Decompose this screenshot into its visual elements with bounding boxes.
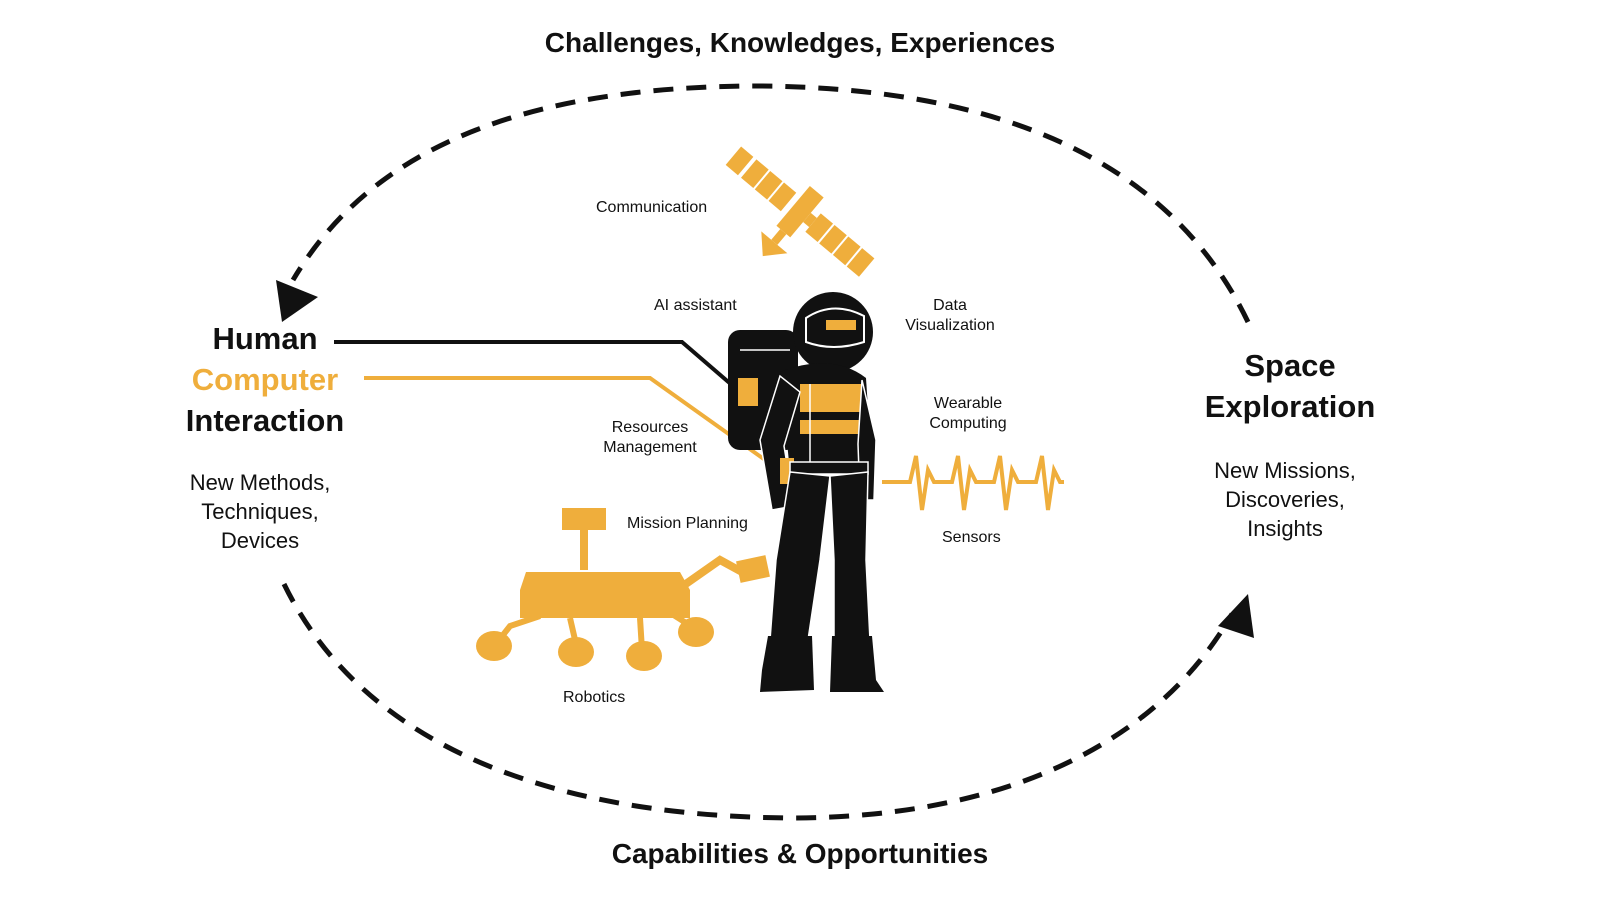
cycle-top-label: Challenges, Knowledges, Experiences [544, 27, 1056, 58]
cycle-bottom-label: Capabilities & Opportunities [611, 838, 989, 869]
cycle-arrows [281, 83, 1251, 821]
label-data-visualization-1: Data [933, 297, 967, 314]
hci-sub-methods: New Methods, [189, 470, 331, 495]
space-word-space: Space [1244, 348, 1336, 383]
space-sub-discoveries: Discoveries, [1225, 487, 1345, 512]
hci-word-human: Human [212, 321, 318, 356]
label-robotics: Robotics [563, 689, 626, 706]
astronaut-icon [728, 292, 884, 692]
sensor-wave-icon [882, 455, 1064, 511]
hci-sub-devices: Devices [220, 528, 300, 553]
label-wearable-computing-2: Computing [929, 415, 1007, 432]
label-resources-management-2: Management [603, 439, 697, 456]
space-word-exploration: Exploration [1204, 389, 1376, 424]
space-sub-insights: Insights [1247, 516, 1323, 541]
label-wearable-computing-1: Wearable [933, 395, 1003, 412]
cycle-arc-bottom [281, 582, 1235, 821]
connector-computer [364, 376, 784, 474]
label-communication: Communication [596, 199, 708, 216]
hci-word-computer: Computer [191, 362, 339, 397]
label-data-visualization-2: Visualization [905, 317, 995, 334]
label-ai-assistant: AI assistant [654, 297, 737, 314]
satellite-icon [725, 146, 875, 277]
hci-sub-techniques: Techniques, [201, 499, 319, 524]
connector-human [334, 340, 742, 394]
label-resources-management-1: Resources [611, 419, 689, 436]
arrowhead-icon [276, 280, 318, 322]
label-mission-planning: Mission Planning [627, 515, 748, 532]
hci-word-interaction: Interaction [185, 403, 345, 438]
arrowhead-icon [1218, 594, 1254, 638]
label-sensors: Sensors [942, 529, 1001, 546]
space-sub-missions: New Missions, [1214, 458, 1356, 483]
rover-icon [476, 508, 770, 671]
cycle-arc-top [290, 83, 1251, 324]
